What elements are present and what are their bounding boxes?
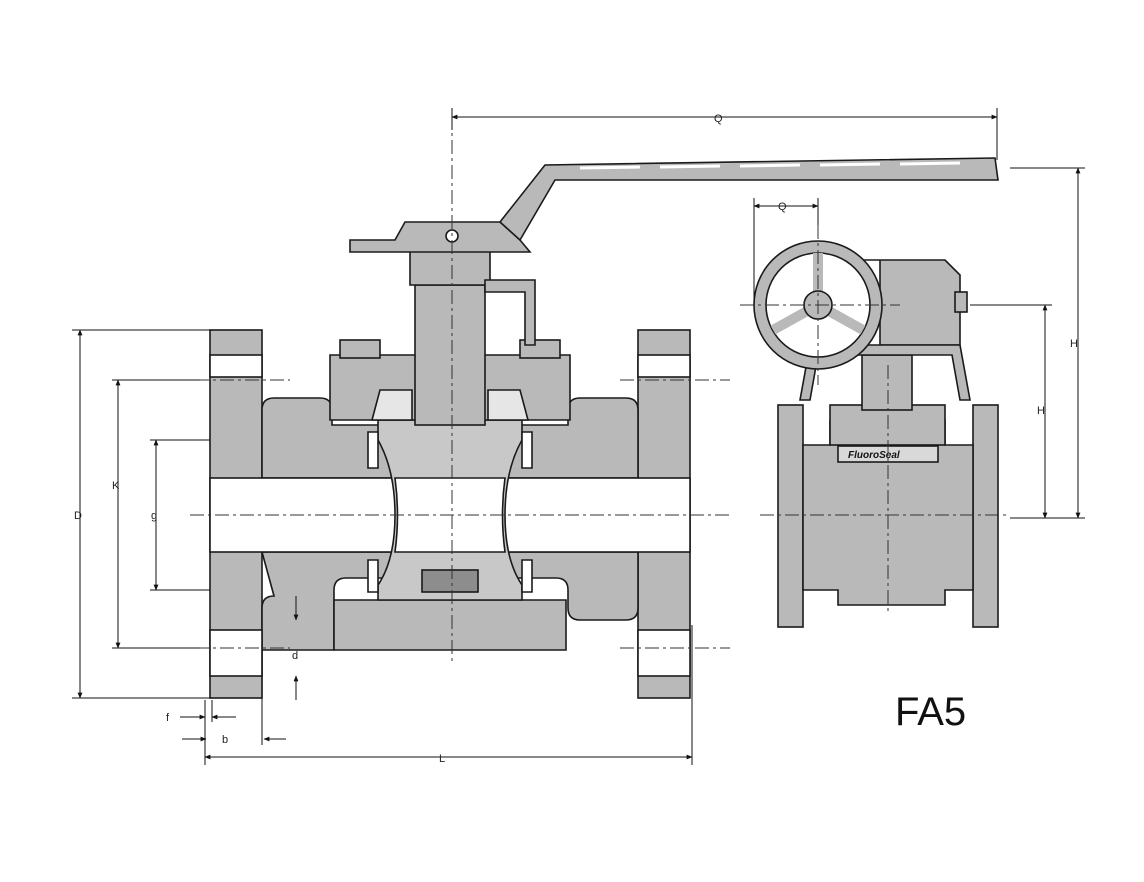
dimension-labels: Q Q H H D K g d f b L — [74, 113, 1078, 765]
brand-label: FluoroSeal — [848, 450, 900, 461]
side-view — [753, 240, 999, 628]
side-left-flange — [777, 404, 804, 628]
dim-b: b — [222, 734, 228, 746]
dimension-lines — [72, 108, 1085, 765]
stem — [414, 284, 486, 426]
dim-g: g — [151, 510, 157, 522]
handle-lever — [498, 157, 999, 242]
side-centerlines — [740, 225, 1010, 615]
dim-h-inner: H — [1037, 405, 1045, 417]
body-bottom — [333, 599, 567, 651]
body-lower — [260, 551, 639, 651]
dim-q-top: Q — [714, 113, 723, 125]
dim-h-outer: H — [1070, 338, 1078, 350]
dim-l: L — [439, 753, 445, 765]
dim-k: K — [112, 480, 120, 492]
dim-d-outer: D — [74, 510, 82, 522]
side-right-flange — [972, 404, 999, 628]
dim-d-small: d — [292, 650, 298, 662]
dim-q-side: Q — [778, 201, 787, 213]
handle-hub — [349, 221, 532, 286]
dim-f: f — [166, 712, 170, 724]
model-label: FA5 — [895, 690, 966, 734]
handle-slot-marks — [579, 161, 961, 170]
front-centerlines — [190, 115, 730, 665]
